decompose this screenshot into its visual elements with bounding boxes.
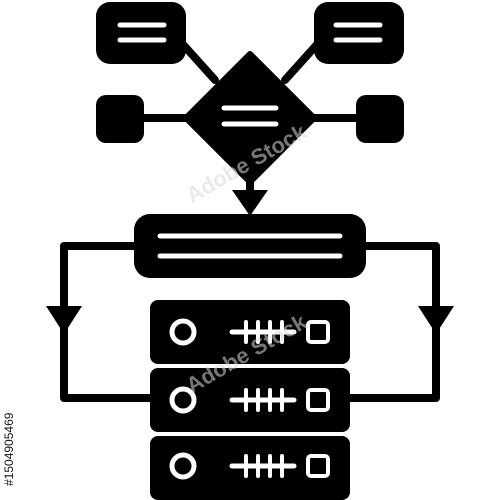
node-left	[96, 95, 144, 143]
loop-right-arrow-icon	[418, 306, 454, 334]
center-diamond	[183, 51, 317, 185]
server-unit-1	[150, 300, 350, 364]
arrow-down-icon	[232, 190, 268, 216]
node-right	[356, 95, 404, 143]
server-led-icon	[169, 318, 197, 346]
server-unit-3	[150, 436, 350, 500]
loop-left-arrow-icon	[46, 306, 82, 334]
server-port-icon	[306, 320, 330, 344]
process-bar	[134, 214, 366, 278]
server-stack	[150, 300, 350, 500]
server-port-icon	[306, 388, 330, 412]
server-led-icon	[169, 386, 197, 414]
node-top-right	[314, 2, 404, 64]
server-unit-2	[150, 368, 350, 432]
node-top-left	[96, 2, 186, 64]
server-port-icon	[306, 454, 330, 478]
server-led-icon	[169, 452, 197, 480]
